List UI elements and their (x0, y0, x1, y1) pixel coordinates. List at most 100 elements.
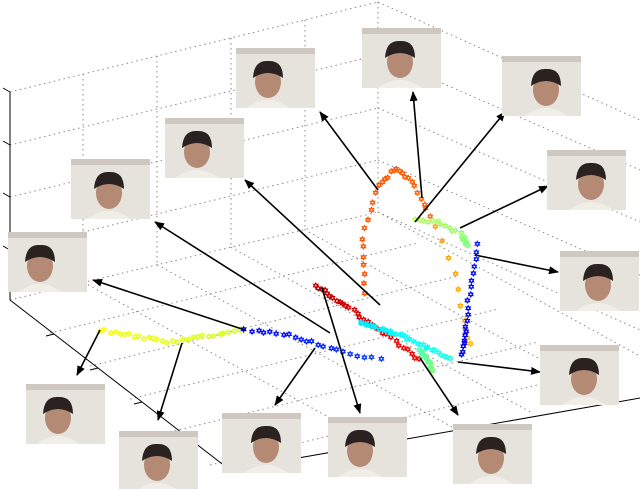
data-point (127, 331, 132, 336)
data-point (250, 329, 255, 334)
ceiling (362, 28, 441, 34)
ceiling (547, 150, 626, 156)
data-point (366, 217, 371, 222)
face-thumbnail (26, 384, 105, 444)
data-point (109, 330, 114, 335)
data-point (438, 352, 443, 357)
face-thumbnail (71, 159, 150, 219)
data-point (200, 333, 205, 338)
data-point (102, 327, 107, 332)
data-point (299, 337, 304, 342)
face-thumbnail (362, 28, 441, 88)
face-thumbnail (119, 431, 198, 489)
data-point (474, 257, 479, 262)
face-thumbnail (453, 424, 532, 484)
data-point (361, 255, 366, 260)
data-point (466, 312, 471, 317)
face-thumbnail (8, 232, 87, 292)
data-point (446, 255, 451, 260)
data-point (469, 284, 474, 289)
data-point (471, 271, 476, 276)
data-point (304, 339, 309, 344)
data-point (406, 347, 411, 352)
data-point (474, 250, 479, 255)
arrow (320, 112, 378, 190)
data-point (456, 287, 461, 292)
data-point (433, 224, 438, 229)
face-thumbnail (236, 48, 315, 108)
data-point (379, 356, 384, 361)
data-point (458, 303, 463, 308)
ceiling (26, 384, 105, 390)
data-point (468, 341, 473, 346)
data-point (165, 340, 170, 345)
ceiling (502, 56, 581, 62)
grid-line (90, 276, 458, 366)
arrow (458, 362, 540, 372)
data-point (362, 281, 367, 286)
data-point (373, 190, 378, 195)
data-point (142, 336, 147, 341)
tick (90, 368, 98, 370)
data-point (361, 262, 366, 267)
data-point (268, 329, 273, 334)
data-point (396, 343, 401, 348)
data-point (232, 328, 237, 333)
face-thumbnail (222, 413, 301, 473)
ceiling (540, 345, 619, 351)
ceiling (222, 413, 301, 419)
data-point (453, 271, 458, 276)
tick (3, 193, 10, 197)
data-point (186, 337, 191, 342)
face-thumbnail (502, 56, 581, 116)
ceiling (236, 48, 315, 54)
face-thumbnail (560, 251, 639, 311)
data-point (443, 223, 448, 228)
data-point (282, 332, 287, 337)
tick (46, 334, 54, 336)
arrows (77, 92, 558, 420)
data-point (469, 278, 474, 283)
data-point (410, 351, 415, 356)
data-point (362, 355, 367, 360)
data-point (412, 355, 417, 360)
data-point (411, 339, 416, 344)
data-point (362, 271, 367, 276)
data-point (257, 328, 262, 333)
ceiling (165, 118, 244, 124)
data-point (415, 190, 420, 195)
data-point (211, 333, 216, 338)
tick (3, 141, 10, 145)
ceiling (71, 159, 150, 165)
tick (134, 402, 142, 404)
face-thumbnail (165, 118, 244, 178)
data-point (369, 355, 374, 360)
data-point (293, 335, 298, 340)
arrow (460, 186, 548, 228)
data-point (430, 218, 435, 223)
data-point (334, 347, 339, 352)
arrow (420, 358, 458, 415)
face-thumbnail (547, 150, 626, 210)
ceiling (8, 232, 87, 238)
data-point (469, 292, 474, 297)
data-point (207, 334, 212, 339)
data-point (352, 307, 357, 312)
data-point (472, 264, 477, 269)
arrow (475, 255, 558, 272)
data-point (287, 332, 292, 337)
data-point (274, 331, 279, 336)
data-point (361, 244, 366, 249)
data-point (113, 330, 118, 335)
face-thumbnail (540, 345, 619, 405)
data-point (369, 207, 374, 212)
arrow (158, 343, 182, 420)
arrow (93, 280, 245, 330)
data-point (360, 237, 365, 242)
ceiling (328, 417, 407, 423)
face-thumbnails (8, 28, 639, 489)
data-point (160, 338, 165, 343)
data-point (226, 330, 231, 335)
data-point (355, 354, 360, 359)
